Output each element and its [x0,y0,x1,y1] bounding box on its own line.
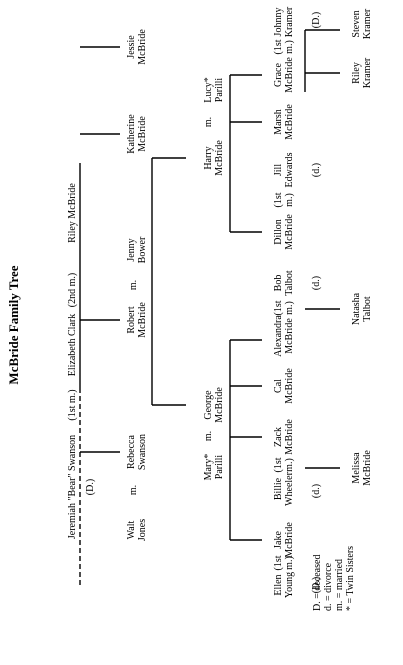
status-johnny: (D.) [310,11,322,29]
family-tree-diagram: McBride Family Tree Jeremiah "Bear" Swan… [5,6,374,611]
tree-connectors [79,29,340,586]
legend-divorce: d. = divorce [323,562,334,611]
person-lucy-parilli: Lucy*Parilli [203,77,225,103]
legend-twins: * = Twin Sisters [345,545,356,611]
person-riley-mcbride-sr: Riley McBride [66,183,78,243]
status-jill: (d.) [310,162,322,178]
legend-deceased: D. = deceased [312,554,323,611]
legend: D. = deceased d. = divorce m. = married … [312,479,362,611]
page-title: McBride Family Tree [5,265,21,385]
legend-married: m. = married [334,558,345,611]
